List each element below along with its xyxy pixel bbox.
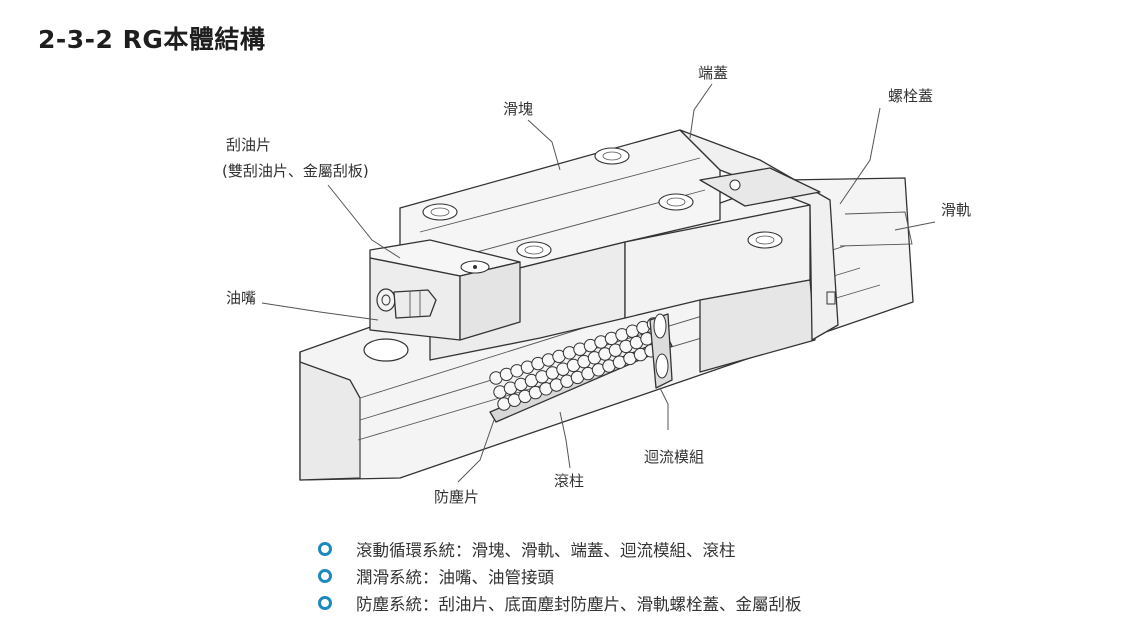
end-cap (679, 129, 839, 341)
circle-outline-icon (318, 541, 332, 556)
rollers (489, 317, 665, 411)
recirculation-module (649, 313, 673, 389)
system-item-text: 潤滑系統：油嘴、油管接頭 (356, 567, 554, 587)
label-dust-seal: 防塵片 (434, 488, 479, 506)
label-grease-nipple: 油嘴 (226, 289, 256, 307)
labels: 端蓋 滑塊 螺栓蓋 刮油片 (雙刮油片、金屬刮板) 滑軌 油嘴 迴流模組 滾柱 … (222, 64, 971, 506)
label-recirculation: 迴流模組 (644, 448, 704, 466)
system-item-text: 防塵系統：刮油片、底面塵封防塵片、滑軌螺栓蓋、金屬刮板 (356, 594, 802, 614)
system-list: 滾動循環系統：滑塊、滑軌、端蓋、迴流模組、滾柱 潤滑系統：油嘴、油管接頭 防塵系… (318, 535, 802, 616)
grease-nipple-icon (376, 288, 437, 319)
system-item: 滾動循環系統：滑塊、滑軌、端蓋、迴流模組、滾柱 (318, 535, 802, 562)
label-rail: 滑軌 (941, 201, 971, 219)
label-bolt-cap: 螺栓蓋 (888, 87, 933, 105)
label-roller: 滾柱 (554, 472, 584, 490)
circle-outline-icon (318, 595, 332, 610)
system-item: 防塵系統：刮油片、底面塵封防塵片、滑軌螺栓蓋、金屬刮板 (318, 589, 802, 616)
system-item: 潤滑系統：油嘴、油管接頭 (318, 562, 802, 589)
page-title: 2-3-2 RG本體結構 (38, 25, 266, 54)
label-block: 滑塊 (503, 100, 533, 118)
label-end-cap: 端蓋 (698, 64, 728, 82)
label-scraper: 刮油片 (226, 136, 271, 154)
circle-outline-icon (318, 568, 332, 583)
scraper-plate (369, 239, 521, 341)
system-item-text: 滾動循環系統：滑塊、滑軌、端蓋、迴流模組、滾柱 (356, 540, 736, 560)
leader-lines (261, 83, 936, 483)
label-scraper-sub: (雙刮油片、金屬刮板) (222, 162, 369, 180)
